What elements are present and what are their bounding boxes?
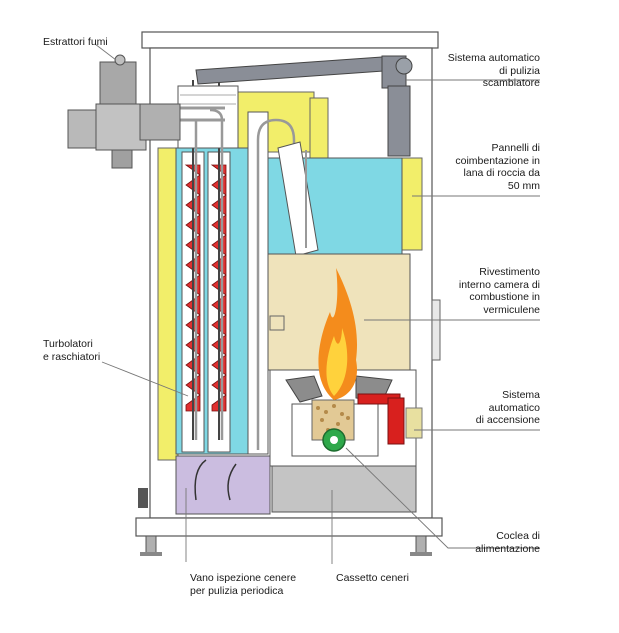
automatic-cleaning-mechanism	[195, 55, 413, 157]
feed-auger	[322, 428, 346, 452]
label-ash-inspection-compartment: Vano ispezione cenere per pulizia period…	[190, 572, 297, 597]
ash-drawer	[271, 465, 417, 513]
flue-extractor-fan	[67, 54, 181, 169]
label-flue-extractors: Estrattori fumi	[43, 36, 108, 48]
flue-collector	[177, 85, 239, 149]
label-rock-wool-panels: Pannelli di coimbentazione in lana di ro…	[455, 142, 540, 192]
label-vermiculite-lining: Rivestimento interno camera di combustio…	[458, 266, 540, 316]
flue-duct	[277, 141, 319, 257]
side-handle	[138, 488, 148, 508]
ignition-system	[357, 393, 423, 445]
label-ash-drawer: Cassetto ceneri	[336, 572, 409, 584]
flame	[318, 268, 358, 400]
label-feed-auger: Coclea di alimentazione	[475, 530, 540, 555]
label-automatic-ignition: Sistema automatico di accensione	[475, 389, 540, 426]
label-turbulators: Turbolatori e raschiatori	[43, 338, 101, 363]
leader-lines	[94, 43, 540, 564]
ash-inspection-compartment	[175, 455, 271, 515]
label-automatic-exchanger-cleaning: Sistema automatico di pulizia scambiator…	[447, 52, 540, 89]
